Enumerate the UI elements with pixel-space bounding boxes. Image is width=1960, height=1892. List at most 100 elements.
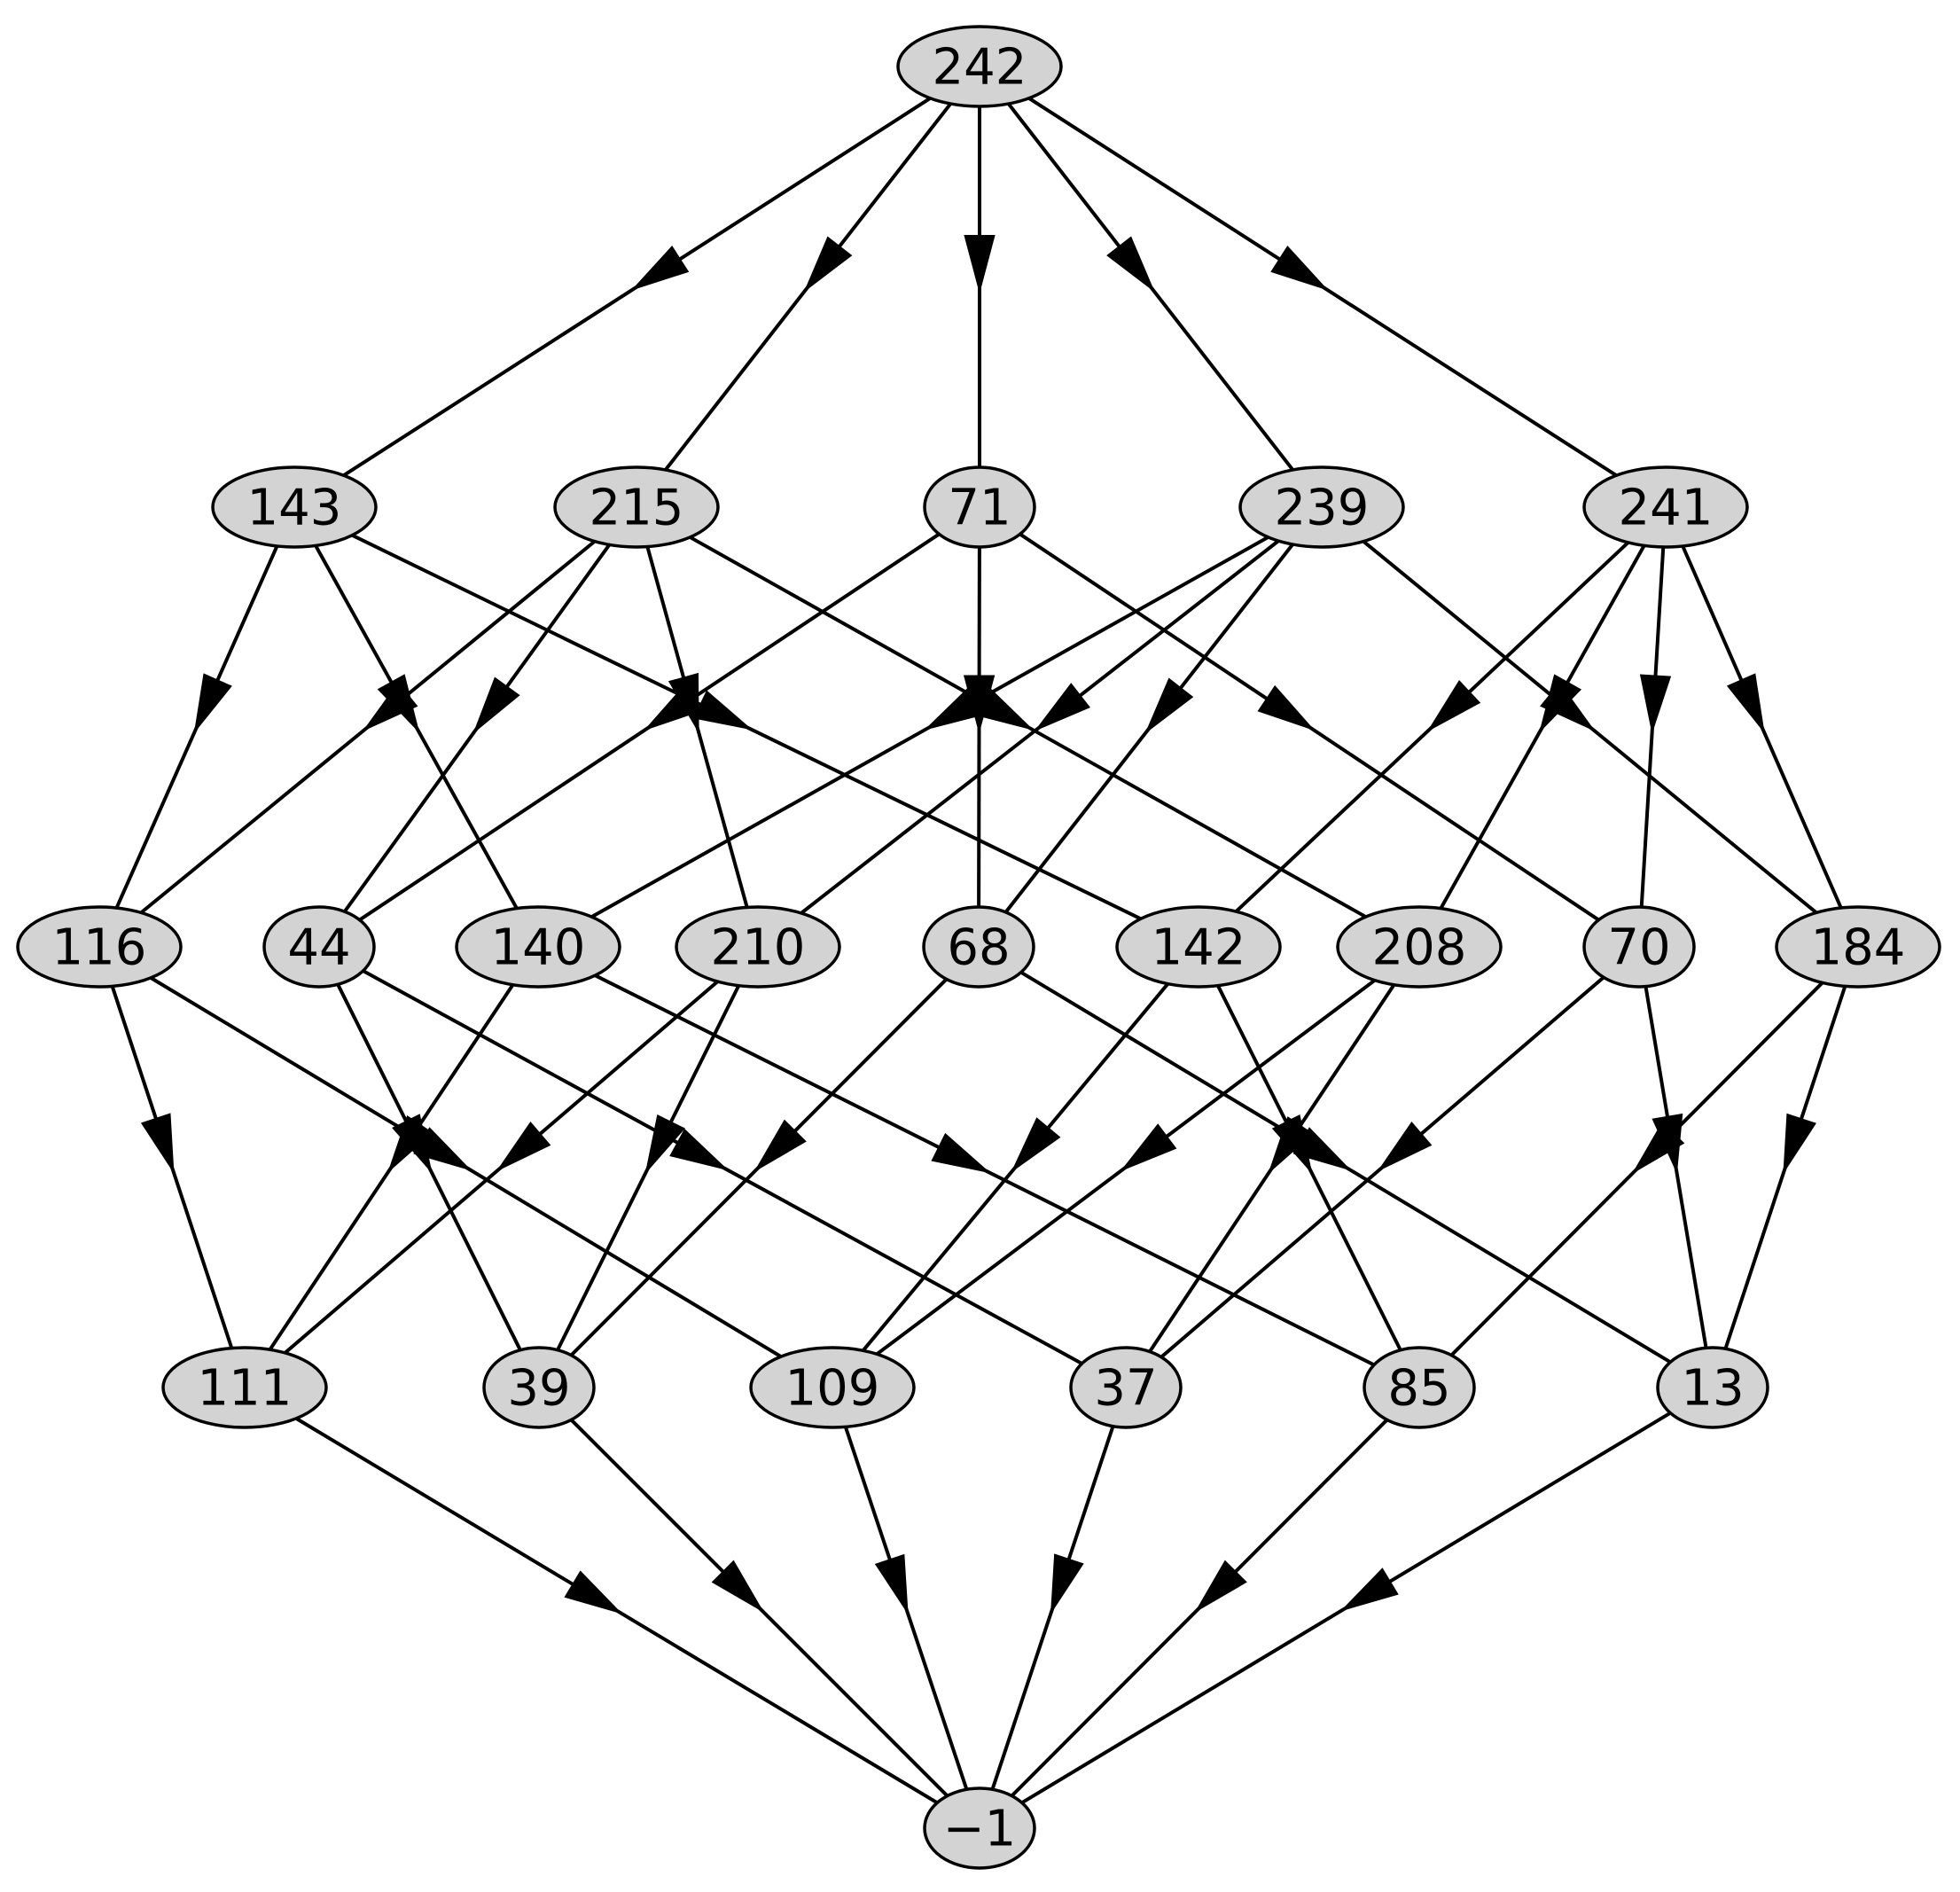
node-label: 39	[507, 1360, 570, 1418]
edge-215-to-208	[689, 536, 1367, 919]
node-label: 13	[1681, 1360, 1744, 1418]
edge-242-to-71	[964, 106, 996, 467]
edge-242-to-143	[342, 97, 932, 477]
edge-142-to-109	[862, 982, 1169, 1352]
node-ellipse	[482, 1346, 596, 1429]
node-70: 70	[1582, 905, 1696, 989]
edge-arrowhead	[1339, 1568, 1399, 1612]
edge-arrowhead	[1011, 1117, 1061, 1173]
edge-111-to-m1	[295, 1417, 939, 1805]
edge-arrowhead	[387, 1115, 433, 1174]
edge-arrowhead	[630, 246, 690, 291]
node-label: 184	[1811, 919, 1906, 977]
edge-arrowhead	[1106, 236, 1155, 293]
edge-arrowhead	[564, 1570, 623, 1614]
edge-arrowhead	[931, 1132, 991, 1174]
edge-140-to-85	[594, 973, 1375, 1367]
edge-arrowhead	[140, 1113, 175, 1175]
node-label: 71	[948, 480, 1011, 537]
node-241: 241	[1582, 465, 1749, 549]
edge-70-to-37	[1160, 975, 1605, 1359]
node-m1: −1	[923, 1786, 1036, 1870]
node-ellipse	[1336, 905, 1503, 989]
edge-arrowhead	[1270, 246, 1329, 291]
node-label: 116	[52, 919, 147, 977]
edge-142-to-85	[1216, 984, 1402, 1351]
node-13: 13	[1656, 1346, 1769, 1429]
edge-arrowhead	[711, 1560, 765, 1614]
edge-arrowhead	[964, 235, 996, 294]
edge-71-to-44	[358, 532, 941, 922]
node-ellipse	[1775, 905, 1941, 989]
edge-68-to-13	[1019, 970, 1672, 1364]
edge-39-to-m1	[570, 1419, 949, 1797]
node-label: 242	[933, 39, 1027, 97]
edge-210-to-39	[556, 984, 741, 1351]
node-ellipse	[455, 905, 621, 989]
edge-arrowhead	[1377, 1122, 1433, 1172]
edge-arrowhead	[1426, 680, 1481, 732]
edge-arrowhead	[1034, 683, 1090, 731]
node-label: 140	[491, 919, 586, 977]
edge-215-to-210	[645, 546, 749, 908]
edge-140-to-111	[268, 983, 515, 1351]
node-210: 210	[675, 905, 841, 989]
node-label: 241	[1619, 480, 1714, 537]
node-label: −1	[943, 1801, 1017, 1858]
edge-215-to-44	[343, 543, 611, 913]
node-ellipse	[1656, 1346, 1769, 1429]
edge-71-to-68	[963, 546, 996, 908]
edge-239-to-140	[590, 536, 1269, 919]
node-ellipse	[211, 465, 378, 549]
edge-215-to-116	[139, 540, 597, 914]
node-109: 109	[749, 1346, 916, 1429]
edge-arrowhead	[1639, 674, 1672, 734]
edge-arrowhead	[1050, 1553, 1084, 1615]
edge-arrowhead	[874, 1553, 909, 1615]
edge-13-to-m1	[1020, 1411, 1672, 1805]
edge-arrowhead	[1144, 677, 1194, 734]
node-39: 39	[482, 1346, 596, 1429]
node-37: 37	[1069, 1346, 1183, 1429]
edge-44-to-37	[362, 969, 1083, 1365]
node-184: 184	[1775, 905, 1941, 989]
node-ellipse	[1069, 1346, 1183, 1429]
node-215: 215	[553, 465, 720, 549]
node-label: 210	[711, 919, 806, 977]
edge-71-to-70	[1019, 532, 1600, 922]
node-ellipse	[161, 1346, 328, 1429]
edge-68-to-39	[569, 978, 949, 1356]
node-label: 208	[1372, 919, 1467, 977]
edge-arrowhead	[1539, 674, 1581, 733]
node-71: 71	[923, 465, 1036, 549]
edge-116-to-109	[150, 976, 782, 1358]
node-ellipse	[1238, 465, 1405, 549]
node-ellipse	[749, 1346, 916, 1429]
edge-242-to-239	[1007, 102, 1294, 472]
node-ellipse	[1582, 905, 1696, 989]
edge-arrowhead	[644, 1114, 685, 1175]
node-242: 242	[896, 25, 1063, 108]
edge-arrowhead	[472, 676, 520, 734]
node-44: 44	[262, 905, 376, 989]
edge-arrowhead	[1631, 1121, 1685, 1175]
edge-arrowhead	[669, 1128, 729, 1171]
edge-109-to-m1	[843, 1426, 969, 1790]
edge-210-to-111	[284, 980, 719, 1355]
edge-arrowhead	[1257, 684, 1316, 731]
node-label: 142	[1152, 919, 1246, 977]
edge-arrowhead	[362, 682, 418, 732]
edge-arrowhead	[496, 1122, 551, 1172]
node-label: 70	[1607, 919, 1670, 977]
edge-70-to-13	[1644, 986, 1708, 1349]
edge-arrowhead	[1783, 1113, 1816, 1175]
node-label: 143	[247, 480, 342, 537]
node-ellipse	[923, 465, 1036, 549]
edge-242-to-215	[664, 102, 952, 472]
node-68: 68	[922, 905, 1035, 989]
node-label: 111	[198, 1360, 293, 1418]
edge-241-to-70	[1639, 546, 1672, 908]
node-ellipse	[262, 905, 376, 989]
node-label: 215	[590, 480, 684, 537]
